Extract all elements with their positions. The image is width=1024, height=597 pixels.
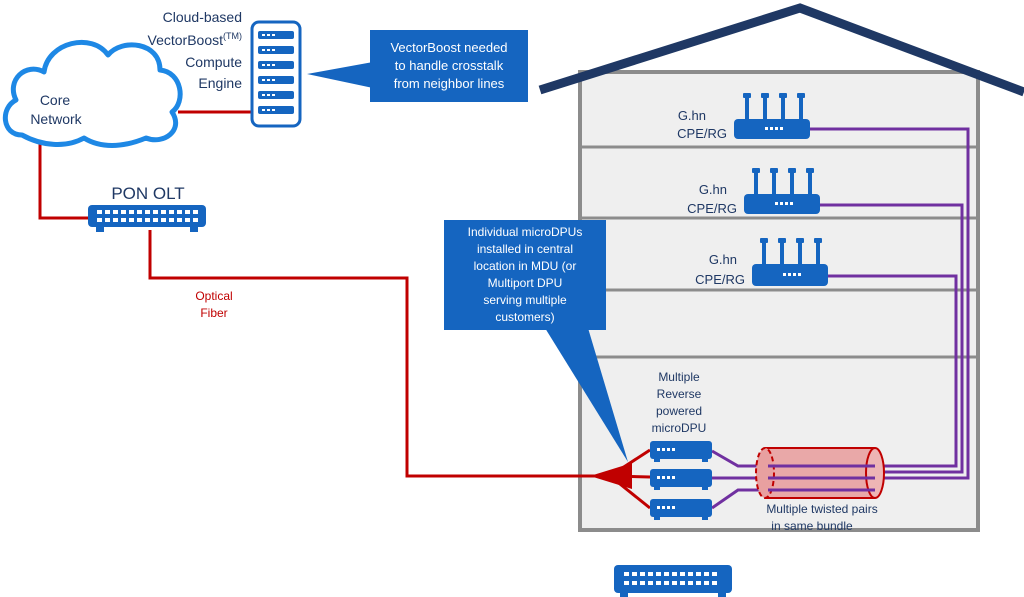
pair-line <box>820 203 964 474</box>
cpe-label: G.hn <box>709 252 737 267</box>
switch-icon <box>614 565 732 597</box>
server-icon <box>250 20 302 128</box>
bundle-label: Multiple twisted pairs <box>766 502 877 516</box>
cpe-label: CPE/RG <box>677 126 727 141</box>
dpu-label: microDPU <box>652 421 707 435</box>
callout-text: to handle crosstalk <box>395 58 504 73</box>
cpe-label: CPE/RG <box>687 201 737 216</box>
callout-text: VectorBoost needed <box>390 40 507 55</box>
engine-label: Cloud-based <box>163 9 242 25</box>
twisted-pair-lines <box>711 127 970 510</box>
router-icon <box>734 93 810 139</box>
bundle-label: in same bundle <box>771 519 853 533</box>
fiber-splitter <box>590 463 632 489</box>
fiber-label: Fiber <box>200 306 227 320</box>
engine-label: Compute <box>185 54 242 70</box>
dpu-label: powered <box>656 404 702 418</box>
cpe-label: G.hn <box>699 182 727 197</box>
dpu-label: Reverse <box>657 387 702 401</box>
cpe-label: G.hn <box>678 108 706 123</box>
pair-line <box>711 488 765 510</box>
callout-text: location in MDU (or <box>474 259 577 273</box>
engine-label-main: VectorBoost <box>148 32 224 48</box>
olt-switch-icon <box>88 205 206 232</box>
engine-label: VectorBoost(TM) <box>148 31 243 48</box>
callout-text: serving multiple <box>483 293 567 307</box>
pair-line <box>828 274 958 468</box>
callout-text: Multiport DPU <box>488 276 563 290</box>
microdpu-icon <box>650 469 712 490</box>
optical-fiber-link <box>148 230 598 478</box>
twisted-pair-bundle <box>755 447 885 499</box>
olt-label: PON OLT <box>111 184 184 203</box>
callout-text: installed in central <box>477 242 573 256</box>
router-icon <box>744 168 820 214</box>
engine-label-sup: (TM) <box>223 31 242 41</box>
router-icon <box>752 238 828 286</box>
fiber-label: Optical <box>195 289 232 303</box>
microdpu-icon <box>650 499 712 520</box>
pair-line <box>810 127 970 480</box>
callout-text: customers) <box>495 310 554 324</box>
cloud-olt-link <box>38 132 88 220</box>
callout-vectorboost: VectorBoost needed to handle crosstalk f… <box>307 30 528 102</box>
house-roof <box>538 3 1024 97</box>
bundle-end <box>755 447 775 499</box>
pair-line <box>711 449 765 468</box>
dpu-label: Multiple <box>658 370 700 384</box>
bundle-end <box>865 447 885 499</box>
callout-text: Individual microDPUs <box>468 225 583 239</box>
cloud-label: Core <box>40 92 71 108</box>
cpe-label: CPE/RG <box>695 272 745 287</box>
engine-label: Engine <box>198 75 242 91</box>
callout-text: from neighbor lines <box>394 76 505 91</box>
cloud-icon <box>2 39 183 148</box>
microdpu-icon <box>650 441 712 462</box>
callout-microdpu: Individual microDPUs installed in centra… <box>444 220 628 462</box>
cloud-label: Network <box>30 111 82 127</box>
